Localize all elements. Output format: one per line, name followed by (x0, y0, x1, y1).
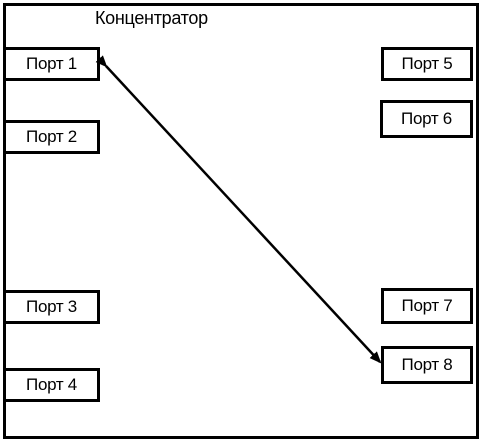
port-6: Порт 6 (380, 100, 473, 138)
port-3: Порт 3 (3, 290, 100, 324)
hub-frame (3, 3, 479, 439)
port-1: Порт 1 (3, 47, 100, 81)
hub-title: Концентратор (95, 8, 208, 28)
port-7: Порт 7 (381, 288, 473, 324)
port-8: Порт 8 (381, 346, 473, 384)
port-4: Порт 4 (3, 368, 100, 402)
connection-arrow (95, 55, 382, 364)
port-5: Порт 5 (381, 47, 473, 81)
